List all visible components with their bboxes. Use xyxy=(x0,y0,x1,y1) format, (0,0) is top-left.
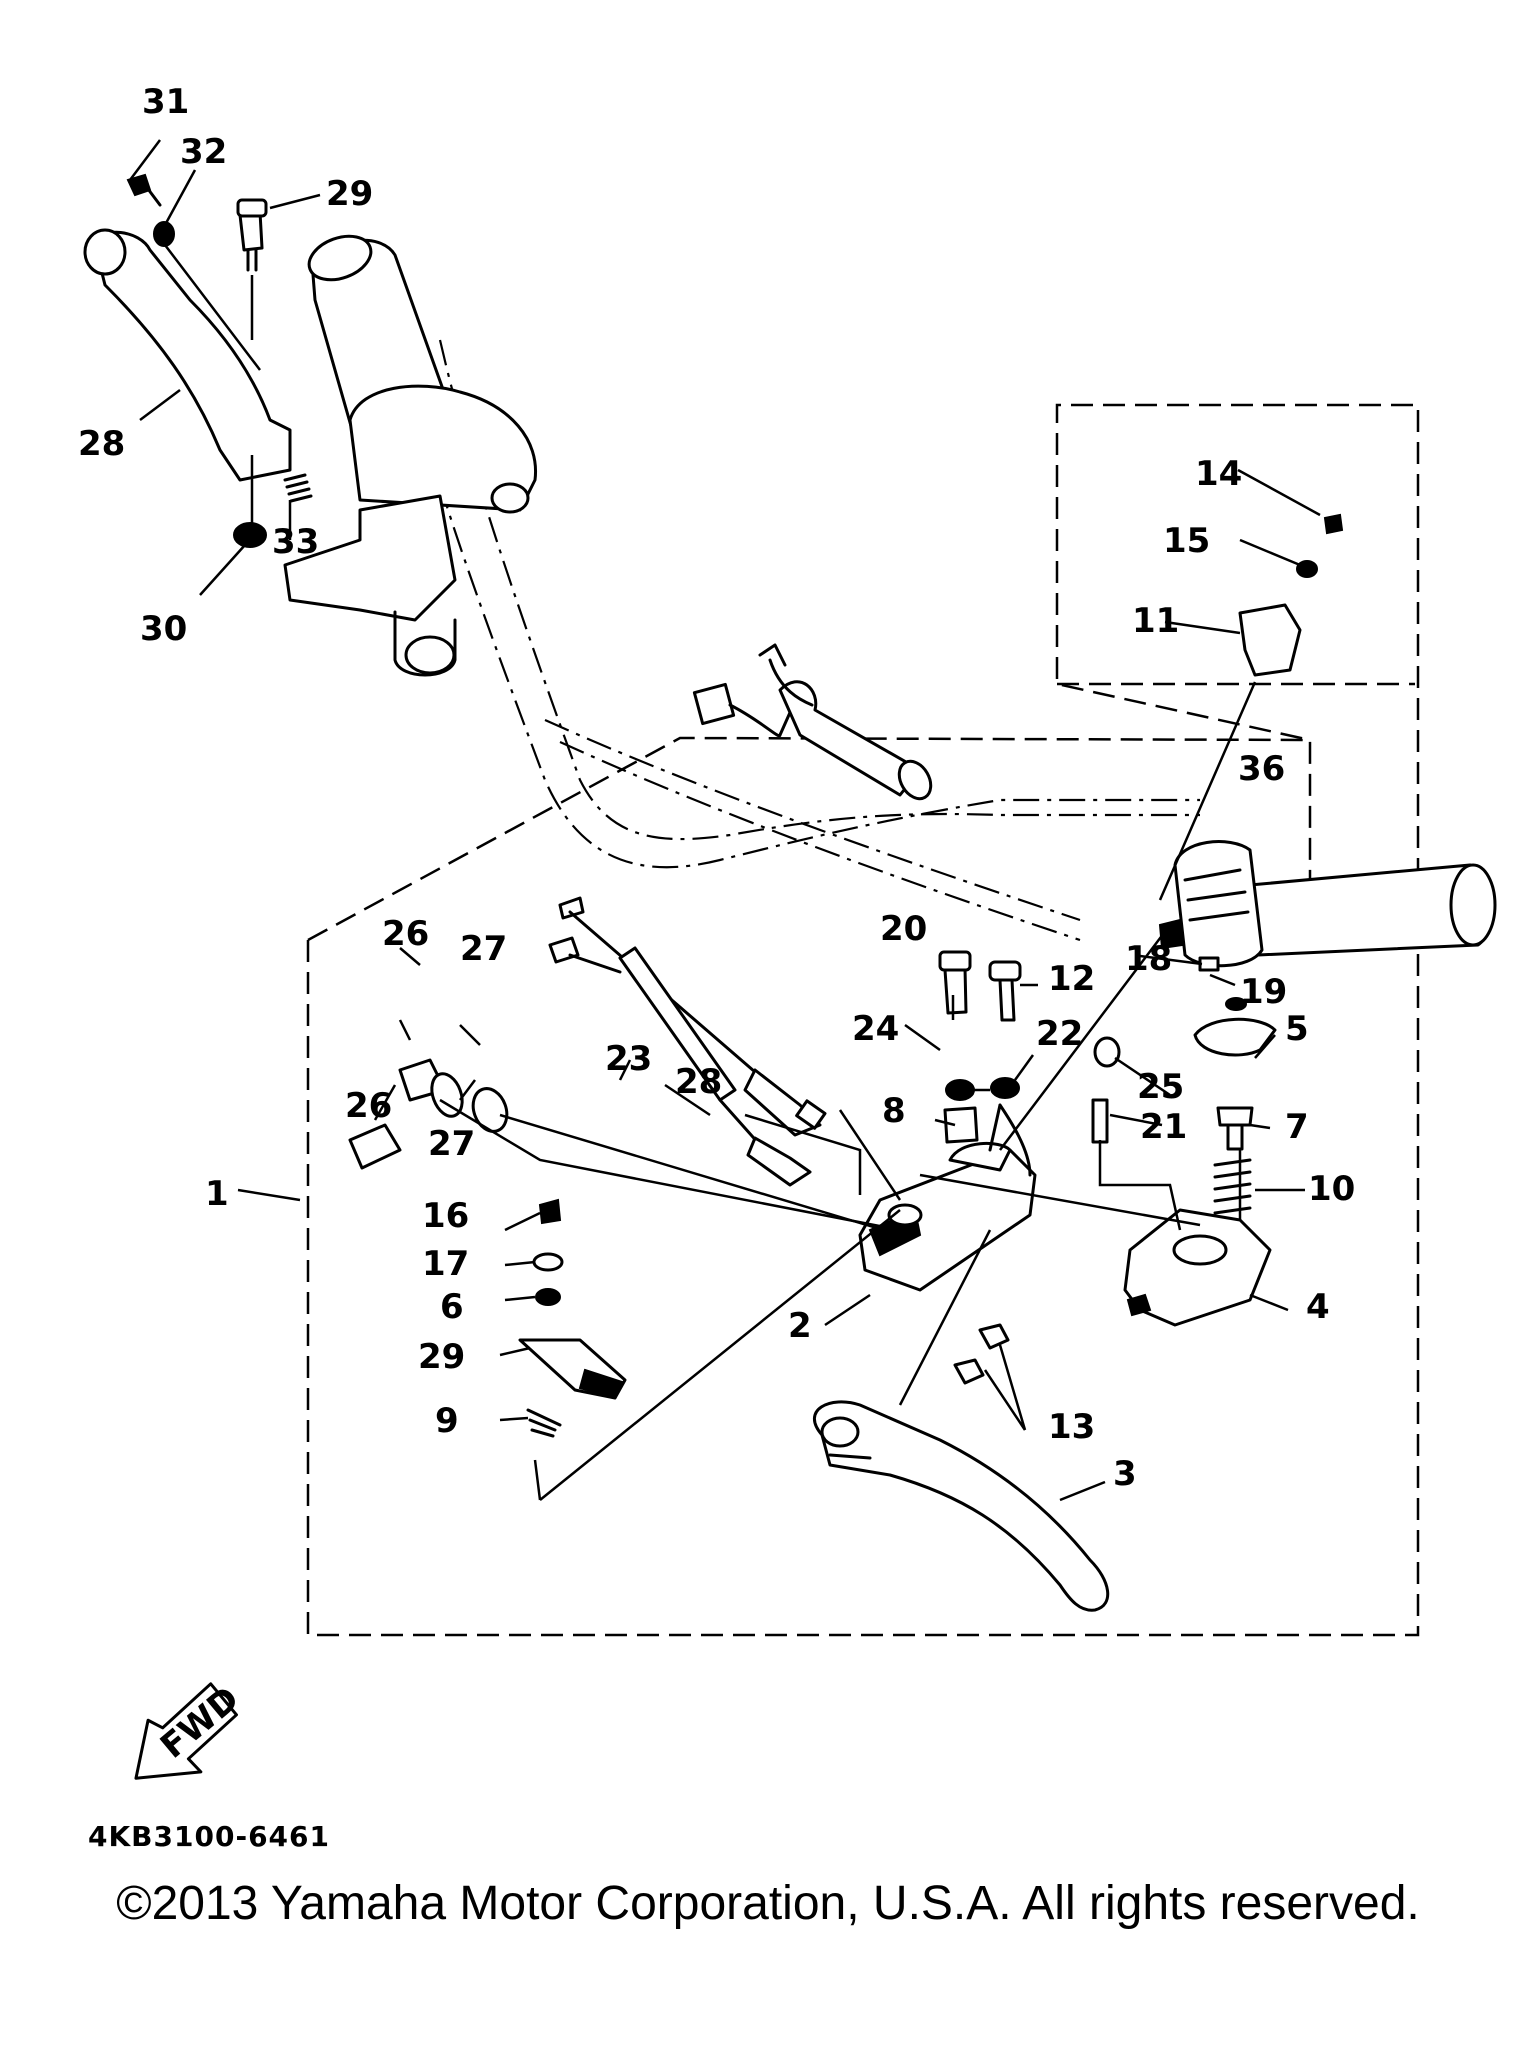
callout-26-top: 26 xyxy=(382,914,429,954)
callout-11: 11 xyxy=(1132,601,1179,641)
callout-25: 25 xyxy=(1137,1067,1184,1107)
callout-13: 13 xyxy=(1048,1407,1095,1447)
callout-10: 10 xyxy=(1308,1169,1355,1209)
handlebar-outline xyxy=(403,339,1200,942)
callout-14: 14 xyxy=(1195,454,1242,494)
callout-27-bottom: 27 xyxy=(428,1124,475,1164)
callout-26-bottom: 26 xyxy=(345,1086,392,1126)
callout-22: 22 xyxy=(1036,1014,1083,1054)
callout-7: 7 xyxy=(1285,1107,1309,1147)
lever-30 xyxy=(83,228,292,482)
callout-27-top: 27 xyxy=(460,929,507,969)
callout-17: 17 xyxy=(422,1244,469,1284)
callout-3: 3 xyxy=(1113,1454,1137,1494)
callout-labels: 31 32 29 28 33 30 14 15 11 36 20 12 22 1… xyxy=(78,82,1355,1494)
callout-6: 6 xyxy=(440,1287,464,1327)
callout-18: 18 xyxy=(1125,939,1172,979)
callout-36: 36 xyxy=(1238,749,1285,789)
fwd-arrow: FWD xyxy=(134,1679,247,1780)
callout-23: 23 xyxy=(605,1039,652,1079)
callout-8: 8 xyxy=(882,1091,906,1131)
callout-34: 32 xyxy=(180,132,227,172)
diagram-code: 4KB3100-6461 xyxy=(88,1820,331,1853)
callout-1: 1 xyxy=(205,1174,229,1214)
callout-2: 2 xyxy=(788,1306,812,1346)
callout-30: 28 xyxy=(78,424,125,464)
callout-35: 33 xyxy=(272,522,319,562)
callout-4: 4 xyxy=(1306,1287,1330,1327)
callout-33: 31 xyxy=(142,82,189,122)
callout-9: 9 xyxy=(435,1401,459,1441)
callout-15: 15 xyxy=(1163,521,1210,561)
callout-19: 19 xyxy=(1240,972,1287,1012)
assembly-box-1-top xyxy=(307,736,1311,942)
callout-20: 20 xyxy=(880,909,927,949)
callout-5: 5 xyxy=(1285,1009,1309,1049)
wire-harness xyxy=(692,643,933,801)
callout-28: 28 xyxy=(675,1062,722,1102)
callout-21: 21 xyxy=(1140,1107,1187,1147)
assembly-box-1 xyxy=(306,403,1420,1637)
callout-31: 29 xyxy=(326,174,373,214)
callout-16: 16 xyxy=(422,1196,469,1236)
callout-32: 30 xyxy=(140,609,187,649)
hardware xyxy=(126,173,1344,1438)
left-grip xyxy=(283,234,538,677)
callout-29: 29 xyxy=(418,1337,465,1377)
leader-lines xyxy=(129,139,1321,1502)
right-grip xyxy=(1158,840,1497,968)
cable-23 xyxy=(548,936,812,1187)
callout-12: 12 xyxy=(1048,959,1095,999)
switch-housing-4 xyxy=(1123,1208,1272,1327)
callout-24: 24 xyxy=(852,1009,899,1049)
copyright-notice: ©2013 Yamaha Motor Corporation, U.S.A. A… xyxy=(116,1877,1420,1930)
lever-3 xyxy=(813,1400,1110,1612)
